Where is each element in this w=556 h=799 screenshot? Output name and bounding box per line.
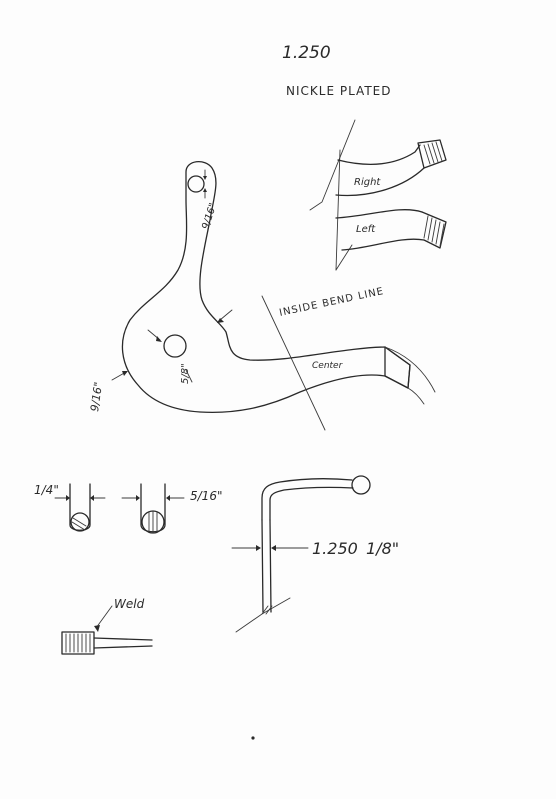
right-view-upper-edge bbox=[337, 144, 421, 166]
tip-details: 1/4" 5/16" bbox=[34, 483, 222, 534]
inside-bend-line-label: INSIDE BEND LINE bbox=[278, 286, 385, 319]
rod-outer-edge bbox=[261, 478, 353, 521]
bore-dim-tick bbox=[185, 369, 193, 383]
large-tip-dimension: 5/16" bbox=[190, 489, 222, 503]
weld-knurl-lines bbox=[65, 633, 91, 653]
small-tip-dimension: 1/4" bbox=[34, 483, 59, 497]
weld-leader bbox=[95, 605, 113, 629]
weld-detail: Weld bbox=[61, 597, 153, 655]
top-hole-arrows bbox=[203, 176, 207, 192]
small-tip-end bbox=[70, 512, 90, 532]
left-view-upper-edge bbox=[335, 209, 423, 219]
top-hole-dimension: 9/16" bbox=[200, 202, 219, 231]
rod-inner-edge bbox=[269, 486, 354, 521]
weld-knurled-handle bbox=[61, 631, 95, 655]
left-view-tip bbox=[421, 211, 447, 249]
large-tip-slot bbox=[148, 510, 158, 534]
center-view-label: Center bbox=[312, 361, 344, 371]
center-hole bbox=[163, 334, 187, 358]
radius-arrow bbox=[122, 371, 128, 376]
right-view-tip bbox=[417, 139, 447, 169]
radius-dimension: 9/16" bbox=[88, 381, 105, 412]
inside-bend-line bbox=[261, 295, 326, 431]
lever-part: 9/16" 5/8" 9/16" INSIDE BEND LINE Center bbox=[88, 161, 436, 431]
weld-rod bbox=[93, 637, 153, 649]
lever-outline bbox=[121, 161, 411, 413]
lever-tip bbox=[384, 346, 411, 389]
small-tip-body bbox=[69, 483, 91, 531]
rod-dimension: 1.250 bbox=[312, 539, 358, 558]
weld-arrow bbox=[94, 625, 100, 632]
finish-note: NICKLE PLATED bbox=[286, 84, 391, 98]
side-views: Right Left bbox=[309, 119, 447, 271]
right-view-label: Right bbox=[354, 177, 381, 188]
section-line-top bbox=[309, 119, 356, 211]
dimension-note: 1.250 bbox=[282, 43, 331, 63]
left-view-knurl bbox=[423, 215, 445, 247]
small-tip-slot bbox=[71, 517, 87, 531]
left-view-lower-edge bbox=[341, 238, 425, 251]
left-view-label: Left bbox=[356, 224, 376, 235]
tip-extension-upper bbox=[384, 346, 436, 393]
rod-dim-arrows bbox=[256, 545, 276, 551]
bend-leader bbox=[219, 309, 233, 321]
rod-break-ticks bbox=[261, 605, 273, 615]
rod-fraction: 1/8" bbox=[366, 539, 399, 558]
rod-right-line bbox=[269, 519, 272, 613]
right-view-lower-edge bbox=[335, 167, 425, 197]
right-view-knurl bbox=[423, 141, 443, 165]
top-hole bbox=[187, 175, 205, 193]
bent-rod: 1.250 1/8" bbox=[231, 475, 399, 633]
rod-left-line bbox=[261, 519, 264, 613]
bend-arrow bbox=[217, 318, 224, 323]
tip-extension-lower bbox=[407, 387, 425, 405]
bore-arrow bbox=[156, 336, 162, 342]
bore-dimension: 5/8" bbox=[180, 363, 191, 384]
rod-ball-end bbox=[351, 475, 371, 495]
section-line-vertical bbox=[335, 149, 341, 271]
stray-mark bbox=[251, 736, 255, 740]
weld-label: Weld bbox=[114, 597, 145, 611]
